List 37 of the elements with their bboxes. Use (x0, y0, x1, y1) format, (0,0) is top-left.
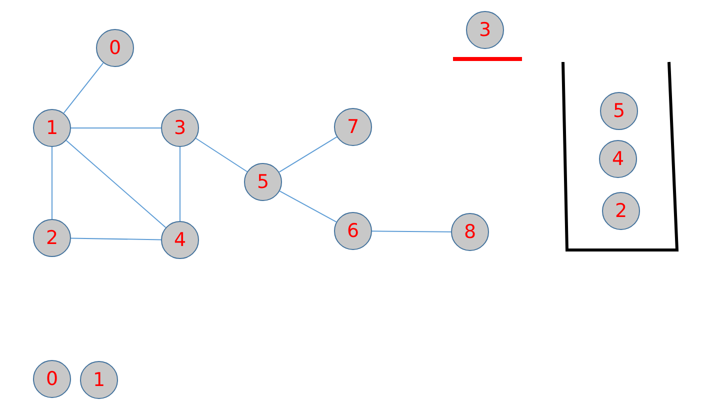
graph-node (80, 361, 118, 399)
node-label: 5 (612, 102, 626, 120)
node-label: 2 (46, 228, 58, 248)
graph-node (600, 92, 638, 130)
node-label: 5 (256, 172, 270, 192)
graph-node (451, 213, 489, 251)
graph-node (161, 221, 199, 259)
node-label: 6 (346, 222, 360, 240)
edge-line (372, 230, 452, 232)
edge-line (66, 140, 166, 228)
graph-node (334, 212, 372, 250)
graph-node (161, 109, 199, 147)
edge-line (63, 62, 104, 114)
edge-line (70, 238, 162, 240)
node-label: 3 (478, 20, 492, 40)
node-label: 0 (108, 38, 122, 58)
graph-node (96, 29, 134, 67)
graph-node (33, 360, 71, 398)
edge-line (278, 136, 338, 173)
graph-node (33, 109, 71, 147)
node-label: 0 (46, 370, 58, 388)
edge-line (195, 138, 248, 172)
graph-node (33, 219, 71, 257)
node-label: 1 (46, 118, 58, 138)
node-label: 2 (614, 202, 628, 220)
node-label: 4 (174, 230, 186, 250)
node-label: 3 (174, 118, 186, 138)
node-label: 4 (612, 150, 624, 168)
node-label: 1 (92, 370, 106, 390)
graph-node (602, 192, 640, 230)
node-label: 7 (346, 118, 360, 136)
graph-node (334, 108, 372, 146)
node-label: 8 (464, 222, 476, 242)
graph-node (244, 163, 282, 201)
graph-node (599, 140, 637, 178)
edge-line (279, 190, 337, 222)
graph-node (466, 11, 504, 49)
